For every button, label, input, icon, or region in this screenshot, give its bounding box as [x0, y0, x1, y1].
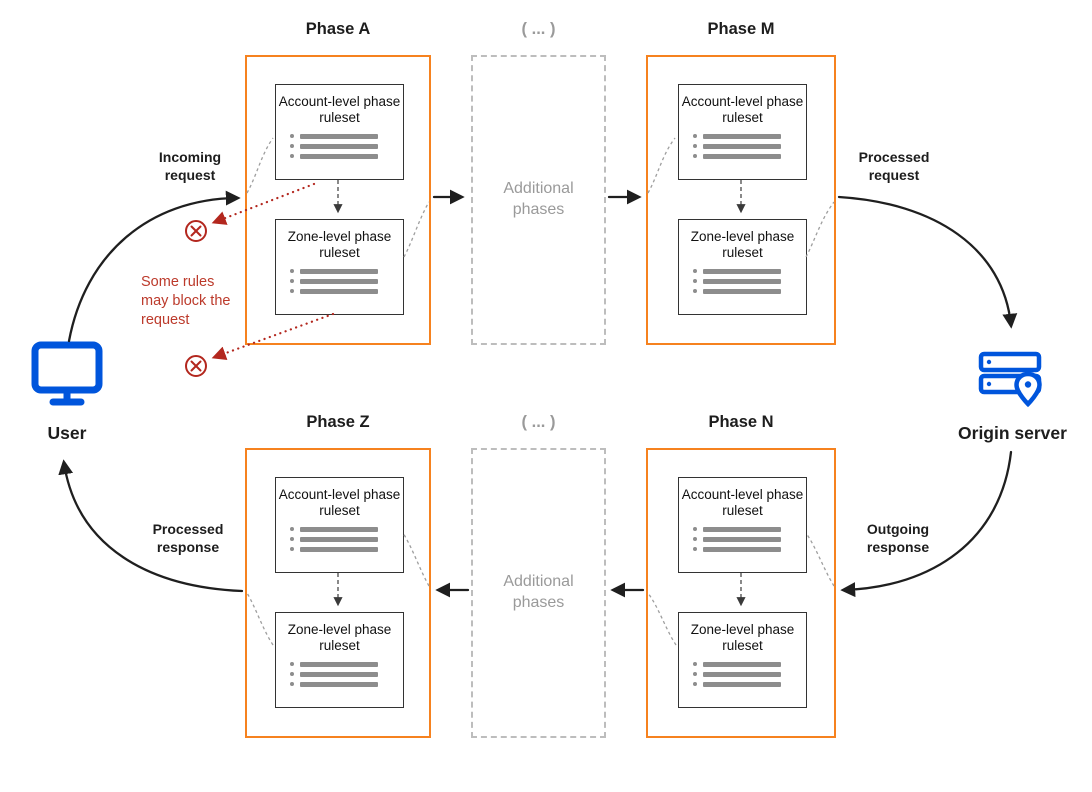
phase-m-account-ruleset: Account-level phase ruleset [678, 84, 807, 180]
outgoing-response-label: Outgoing response [866, 521, 930, 556]
ruleset-line [693, 526, 806, 532]
additional-phases-bottom-box: Additional phases [471, 448, 606, 738]
ruleset-line [290, 268, 403, 274]
ruleset-title: Account-level phase ruleset [278, 487, 401, 519]
ruleset-line [290, 278, 403, 284]
ruleset-title: Zone-level phase ruleset [287, 622, 392, 654]
ruleset-line [290, 153, 403, 159]
phase-a-box: Account-level phase ruleset Zone-level p… [245, 55, 431, 345]
ruleset-line [693, 143, 806, 149]
ruleset-line [693, 546, 806, 552]
blocked-x-icon [185, 355, 207, 377]
ruleset-lines [693, 661, 806, 687]
ruleset-line [693, 268, 806, 274]
blocked-x-icon [185, 220, 207, 242]
edge-phase-m-to-origin [837, 195, 1018, 329]
phase-z-box: Account-level phase ruleset Zone-level p… [245, 448, 431, 738]
block-warning-note: Some rules may block the request [141, 274, 231, 329]
processed-request-label: Processed request [858, 149, 930, 184]
ruleset-title: Account-level phase ruleset [278, 94, 401, 126]
additional-bottom-header: ( ... ) [521, 413, 556, 431]
ruleset-line [290, 288, 403, 294]
ruleset-lines [290, 133, 403, 159]
ruleset-line [290, 546, 403, 552]
phase-n-title: Phase N [708, 413, 774, 431]
ruleset-line [693, 661, 806, 667]
ruleset-lines [290, 268, 403, 294]
ruleset-line [693, 278, 806, 284]
ruleset-lines [290, 526, 403, 552]
phase-n-box: Account-level phase ruleset Zone-level p… [646, 448, 836, 738]
phase-a-zone-ruleset: Zone-level phase ruleset [275, 219, 404, 315]
ruleset-line [290, 671, 403, 677]
ruleset-line [693, 671, 806, 677]
additional-top-header: ( ... ) [521, 20, 556, 38]
phase-z-account-ruleset: Account-level phase ruleset [275, 477, 404, 573]
ruleset-line [693, 288, 806, 294]
ruleset-lines [290, 661, 403, 687]
ruleset-lines [693, 133, 806, 159]
phase-n-zone-ruleset: Zone-level phase ruleset [678, 612, 807, 708]
ruleset-line [290, 143, 403, 149]
user-label: User [47, 423, 87, 443]
additional-phases-label: Additional phases [503, 180, 574, 218]
user-icon [30, 340, 104, 408]
phase-z-zone-ruleset: Zone-level phase ruleset [275, 612, 404, 708]
ruleset-title: Zone-level phase ruleset [690, 229, 795, 261]
ruleset-lines [693, 268, 806, 294]
additional-phases-top-box: Additional phases [471, 55, 606, 345]
ruleset-line [693, 681, 806, 687]
additional-phases-label: Additional phases [503, 573, 574, 611]
incoming-request-label: Incoming request [158, 149, 222, 184]
phase-m-zone-ruleset: Zone-level phase ruleset [678, 219, 807, 315]
ruleset-lines [693, 526, 806, 552]
ruleset-line [290, 526, 403, 532]
ruleset-line [290, 681, 403, 687]
ruleset-line [290, 133, 403, 139]
ruleset-title: Zone-level phase ruleset [690, 622, 795, 654]
phase-n-account-ruleset: Account-level phase ruleset [678, 477, 807, 573]
phase-z-title: Phase Z [306, 413, 370, 431]
ruleset-title: Account-level phase ruleset [681, 94, 804, 126]
ruleset-line [290, 661, 403, 667]
ruleset-title: Zone-level phase ruleset [287, 229, 392, 261]
processed-response-label: Processed response [152, 521, 224, 556]
origin-server-label: Origin server [958, 423, 1067, 443]
origin-server-icon [978, 350, 1048, 410]
ruleset-title: Account-level phase ruleset [681, 487, 804, 519]
phase-a-account-ruleset: Account-level phase ruleset [275, 84, 404, 180]
ruleset-line [693, 153, 806, 159]
phase-m-box: Account-level phase ruleset Zone-level p… [646, 55, 836, 345]
ruleset-line [693, 133, 806, 139]
phase-m-title: Phase M [707, 20, 775, 38]
ruleset-line [693, 536, 806, 542]
phase-a-title: Phase A [305, 20, 371, 38]
ruleset-line [290, 536, 403, 542]
